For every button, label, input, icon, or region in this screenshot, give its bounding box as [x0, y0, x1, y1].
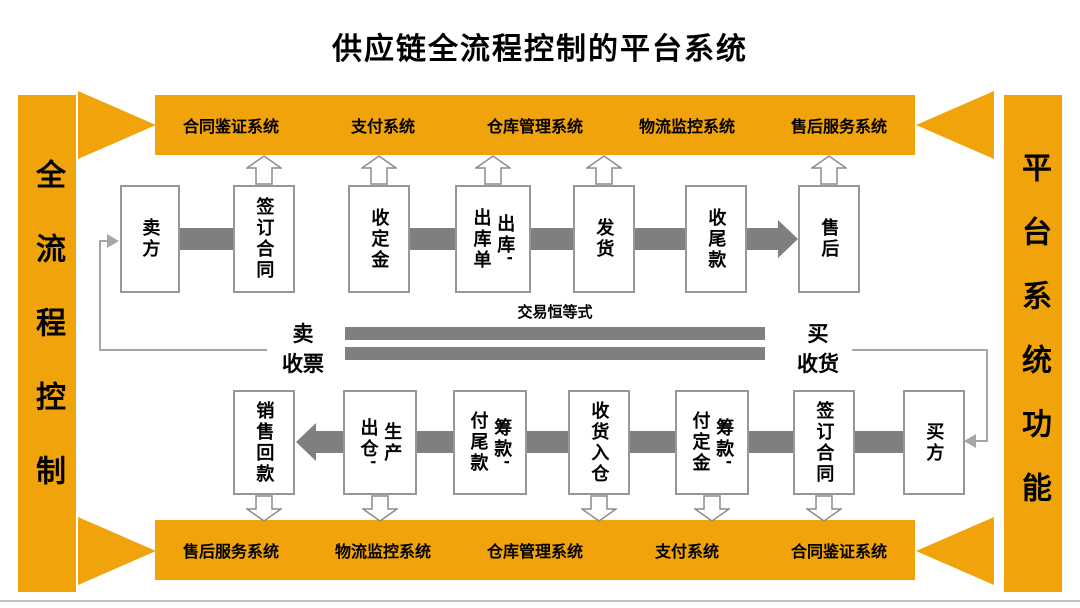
buyer-note-line2: 收货 — [797, 353, 839, 376]
box-label: 买方 — [924, 421, 945, 464]
left-banner: 全流程控制 — [18, 95, 76, 592]
buyer-note: 买 收货 — [780, 320, 856, 380]
buyer-loop-arrow-icon — [964, 434, 976, 448]
system-cell-contract-top: 合同鉴证系统 — [182, 119, 279, 136]
flow-connector — [855, 431, 903, 453]
equation-title: 交易恒等式 — [517, 304, 593, 321]
gold-arrow-bottom-right-icon — [916, 517, 994, 585]
box-label: 收定金 — [369, 207, 390, 271]
box-label-col1: 付尾款 — [468, 411, 489, 474]
box-label: 收货入仓 — [589, 400, 610, 485]
flow-connector — [531, 228, 573, 250]
buyer-loop-line-vertical — [986, 349, 988, 441]
flow-connector — [315, 431, 343, 453]
system-cell-payment-bottom: 支付系统 — [654, 544, 719, 561]
box-sign-contract-buyer: 签订合同 — [793, 390, 855, 495]
box-label-col2: 出库' — [495, 214, 516, 264]
down-arrow-icon — [581, 495, 617, 522]
system-cell-aftersales-bottom: 售后服务系统 — [182, 544, 279, 561]
box-after-sales: 售后 — [798, 185, 860, 293]
box-label-col2: 筹款' — [492, 417, 513, 468]
down-arrow-icon — [694, 495, 730, 522]
right-banner: 平台系统功能 — [1004, 95, 1062, 592]
seller-loop-line-horizontal — [99, 349, 267, 351]
down-arrow-icon — [246, 495, 282, 522]
box-label: 签订合同 — [254, 197, 275, 281]
box-label: 发货 — [594, 218, 615, 260]
bottom-systems-bar: 售后服务系统 物流监控系统 仓库管理系统 支付系统 合同鉴证系统 — [155, 520, 915, 580]
flow-arrowhead-right-icon — [778, 220, 798, 258]
system-cell-logistics-bottom: 物流监控系统 — [334, 544, 431, 561]
box-label: 售后 — [819, 218, 840, 260]
box-pay-balance: 付尾款 筹款' — [453, 390, 527, 495]
box-receive-deposit: 收定金 — [348, 185, 410, 293]
up-arrow-icon — [246, 155, 282, 185]
box-receive-goods: 收货入仓 — [568, 390, 630, 495]
right-banner-label: 平台系统功能 — [1017, 151, 1050, 536]
gold-arrow-top-right-icon — [916, 91, 994, 159]
down-arrow-icon — [362, 495, 398, 522]
system-cell-warehouse-top: 仓库管理系统 — [486, 119, 583, 136]
flow-connector — [417, 431, 453, 453]
box-receive-balance: 收尾款 — [685, 185, 747, 293]
seller-loop-arrow-icon — [107, 234, 119, 248]
system-cell-logistics-top: 物流监控系统 — [638, 119, 735, 136]
box-ship-goods: 发货 — [573, 185, 635, 293]
gold-arrow-top-left-icon — [78, 91, 156, 159]
flow-connector — [747, 228, 779, 250]
bottom-border-line — [0, 600, 1080, 602]
box-buyer: 买方 — [903, 390, 965, 495]
flow-connector — [410, 228, 455, 250]
seller-loop-line-vertical — [99, 240, 101, 350]
seller-loop-line-stub — [99, 240, 109, 242]
system-cell-warehouse-bottom: 仓库管理系统 — [486, 544, 583, 561]
buyer-loop-line-horizontal — [852, 349, 988, 351]
up-arrow-icon — [361, 155, 397, 185]
box-label-col1: 付定金 — [690, 411, 711, 474]
up-arrow-icon — [811, 155, 847, 185]
up-arrow-icon — [586, 155, 622, 185]
box-label: 收尾款 — [706, 207, 727, 271]
flow-connector — [527, 431, 568, 453]
seller-note-line2: 收票 — [282, 353, 324, 376]
gold-arrow-bottom-left-icon — [78, 517, 156, 585]
flow-connector — [635, 228, 685, 250]
system-cell-aftersales-top: 售后服务系统 — [790, 119, 887, 136]
equals-bar-bottom — [345, 347, 765, 360]
box-label-col1: 出库单 — [471, 207, 492, 271]
flow-connector — [749, 431, 793, 453]
box-sign-contract-seller: 签订合同 — [233, 185, 295, 293]
box-label: 卖方 — [140, 218, 161, 260]
flow-arrowhead-left-icon — [296, 423, 316, 461]
box-label: 销售回款 — [254, 400, 275, 485]
up-arrow-icon — [475, 155, 511, 185]
buyer-loop-line-stub — [975, 440, 988, 442]
box-label-col2: 筹款' — [714, 417, 735, 468]
box-label-col2: 生产 — [382, 421, 403, 464]
buyer-note-line1: 买 — [807, 323, 829, 346]
system-cell-contract-bottom: 合同鉴证系统 — [790, 544, 887, 561]
flow-connector — [630, 431, 675, 453]
left-banner-label: 全流程控制 — [31, 158, 64, 529]
top-systems-bar: 合同鉴证系统 支付系统 仓库管理系统 物流监控系统 售后服务系统 — [155, 95, 915, 155]
box-seller: 卖方 — [120, 185, 180, 293]
diagram-title: 供应链全流程控制的平台系统 — [332, 33, 748, 66]
box-sales-collection: 销售回款 — [233, 390, 295, 495]
box-outwarehouse-production: 出仓' 生产 — [343, 390, 417, 495]
system-cell-payment-top: 支付系统 — [350, 119, 415, 136]
box-label-col1: 出仓' — [358, 417, 379, 468]
flow-connector — [180, 228, 233, 250]
down-arrow-icon — [806, 495, 842, 522]
seller-note: 卖 收票 — [265, 320, 341, 380]
box-label: 签订合同 — [814, 400, 835, 485]
seller-note-line1: 卖 — [292, 323, 314, 346]
box-pay-deposit: 付定金 筹款' — [675, 390, 749, 495]
equals-bar-top — [345, 327, 765, 340]
box-outbound-order: 出库单 出库' — [455, 185, 531, 293]
